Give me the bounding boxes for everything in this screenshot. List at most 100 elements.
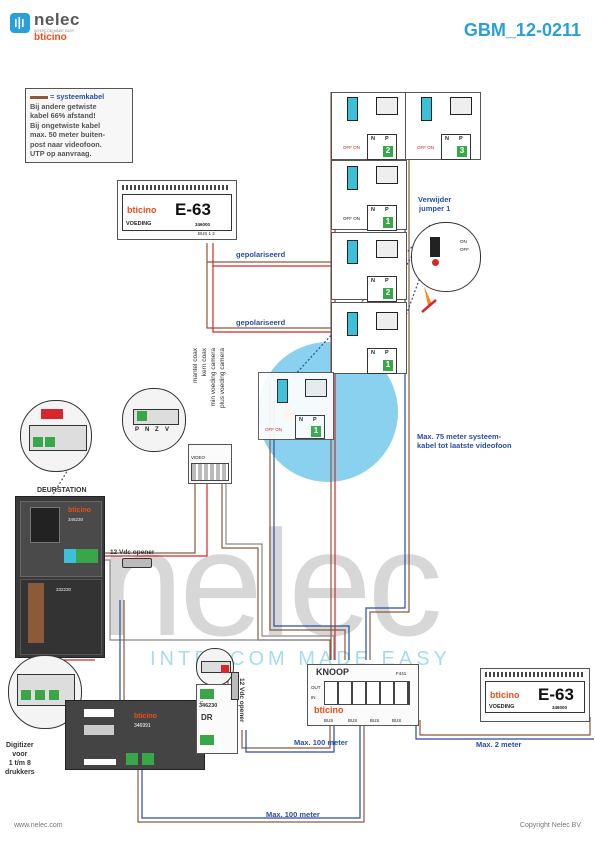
switch-on-label: ON <box>460 239 467 244</box>
coax-label: kern coax <box>201 348 208 377</box>
terminal-block-5 <box>347 312 358 336</box>
address-digit: 1 <box>311 426 321 437</box>
station-brand: bticino <box>68 507 91 514</box>
off-on-switch-1: OFF ON <box>343 145 360 150</box>
monitor-screen-1 <box>376 97 398 115</box>
logo-mark-icon <box>10 13 30 33</box>
coax-terminal: Z <box>155 427 159 433</box>
relay-name: DR <box>201 713 213 722</box>
door-station: bticino 346230 332230 <box>15 496 105 658</box>
jumper-pins <box>430 237 440 257</box>
psu-top-label: VOEDING <box>126 221 152 227</box>
n-label: N <box>371 350 375 356</box>
label-max-100-b: Max. 100 meter <box>266 810 320 819</box>
p-label: P <box>459 136 463 142</box>
coax-terminal: N <box>145 427 150 433</box>
n-label: N <box>445 136 449 142</box>
label-max-75: Max. 75 meter systeem- kabel tot laatste… <box>417 432 512 450</box>
power-supply-top: bticino E-63 VOEDING 346000 BUS 1 2 <box>117 180 237 240</box>
label-gepolariseerd-2: gepolariseerd <box>236 318 286 327</box>
knoop-bus: BUS <box>348 718 358 723</box>
door-station-label: DEURSTATION <box>37 487 87 494</box>
np-box-3: N P 1 <box>367 205 397 231</box>
terminal-block-mid <box>277 379 288 403</box>
opener-label-a: 12 Vdc opener <box>110 549 155 556</box>
cable-note: = systeemkabel Bij andere getwiste kabel… <box>25 88 133 163</box>
station-article: 346230 <box>68 517 84 522</box>
knoop-out: OUT <box>311 685 321 690</box>
logo-brand: bticino <box>34 32 67 43</box>
knoop-bus: BUS <box>324 718 334 723</box>
note-line: post naar videofoon. <box>30 139 102 149</box>
address-digit: 2 <box>383 288 393 299</box>
remove-jumper-label: Verwijder jumper 1 <box>418 195 452 213</box>
digitizer-brand: bticino <box>134 713 157 720</box>
jumper-remove-icon <box>421 286 437 313</box>
note-line: Bij andere getwiste <box>30 101 97 111</box>
p-label: P <box>385 136 389 142</box>
switch-off-label: OFF <box>460 247 469 252</box>
p-label: P <box>313 417 317 423</box>
off-on-switch-3: OFF ON <box>343 216 360 221</box>
logo-tagline: INTERCOM MADE EASY <box>34 29 75 33</box>
psu-top-terminals: BUS 1 2 <box>198 231 215 236</box>
np-box-mid: N P 1 <box>295 415 325 439</box>
psu-right-model: E-63 <box>538 685 574 704</box>
relay-article: 346230 <box>199 703 218 709</box>
knoop-module: KNOOP F441 OUT IN bticino BUS BUS BUS BU… <box>307 664 419 726</box>
n-label: N <box>371 136 375 142</box>
coax-label: plus voeding camera <box>219 348 226 408</box>
coax-module-label: VIDEO <box>191 455 206 460</box>
coax-terminal: P <box>135 427 140 433</box>
jumper-red-dot <box>432 259 439 266</box>
digitizer-module: bticino 346991 <box>65 700 205 770</box>
terminal-detail-circle <box>20 400 92 472</box>
footer-copyright: Copyright Nelec BV <box>519 822 581 829</box>
psu-top-model: E-63 <box>175 200 211 219</box>
psu-top-vent <box>122 185 230 190</box>
psu-top-brand: bticino <box>127 205 157 215</box>
psu-right-label: VOEDING <box>489 704 515 710</box>
relay-detail-circle <box>196 648 234 686</box>
note-line: UTP op aanvraag. <box>30 149 92 158</box>
digitizer-article: 346991 <box>134 723 151 729</box>
address-digit: 1 <box>383 360 393 371</box>
note-line: Bij ongetwiste kabel <box>30 120 101 130</box>
note-line: max. 50 meter buiten- <box>30 130 106 139</box>
psu-right-brand: bticino <box>490 690 520 700</box>
jumper-detail-circle: ON OFF <box>411 222 481 292</box>
monitor-screen-4 <box>376 240 398 258</box>
monitor-unit-mid: N P 1 OFF ON <box>258 372 334 440</box>
knoop-brand: bticino <box>314 705 344 715</box>
label-gepolariseerd-1: gepolariseerd <box>236 250 286 259</box>
terminal-block-1 <box>347 97 358 121</box>
label-max-2: Max. 2 meter <box>476 740 522 749</box>
terminal-block-4 <box>347 240 358 264</box>
monitor-screen-mid <box>305 379 327 397</box>
knoop-name: KNOOP <box>316 667 350 677</box>
cable-legend-line <box>30 95 48 99</box>
np-box-2: N P 3 <box>441 134 471 160</box>
monitor-screen-5 <box>376 312 398 330</box>
p-label: P <box>385 350 389 356</box>
off-on-switch-mid: OFF ON <box>265 427 282 432</box>
opener-label-b: 12 Vdc opener <box>238 678 245 723</box>
n-label: N <box>371 207 375 213</box>
np-box-1: N P 2 <box>367 134 397 160</box>
nelec-logo: nelec INTERCOM MADE EASY bticino <box>10 10 90 43</box>
np-box-4: N P 2 <box>367 276 397 302</box>
n-label: N <box>371 278 375 284</box>
p-label: P <box>385 207 389 213</box>
address-digit: 3 <box>457 146 467 157</box>
address-digit: 2 <box>383 146 393 157</box>
coax-label: mantel coax <box>192 348 199 384</box>
note-line: kabel 66% afstand! <box>30 111 96 120</box>
relay-terminal: C <box>200 700 204 705</box>
off-on-switch-2: OFF ON <box>417 145 434 150</box>
terminal-block-2 <box>421 97 432 121</box>
psu-right-article: 346000 <box>552 705 568 710</box>
monitor-screen-3 <box>376 166 398 184</box>
knoop-bus: BUS <box>392 718 402 723</box>
logo-name: nelec <box>34 10 80 29</box>
